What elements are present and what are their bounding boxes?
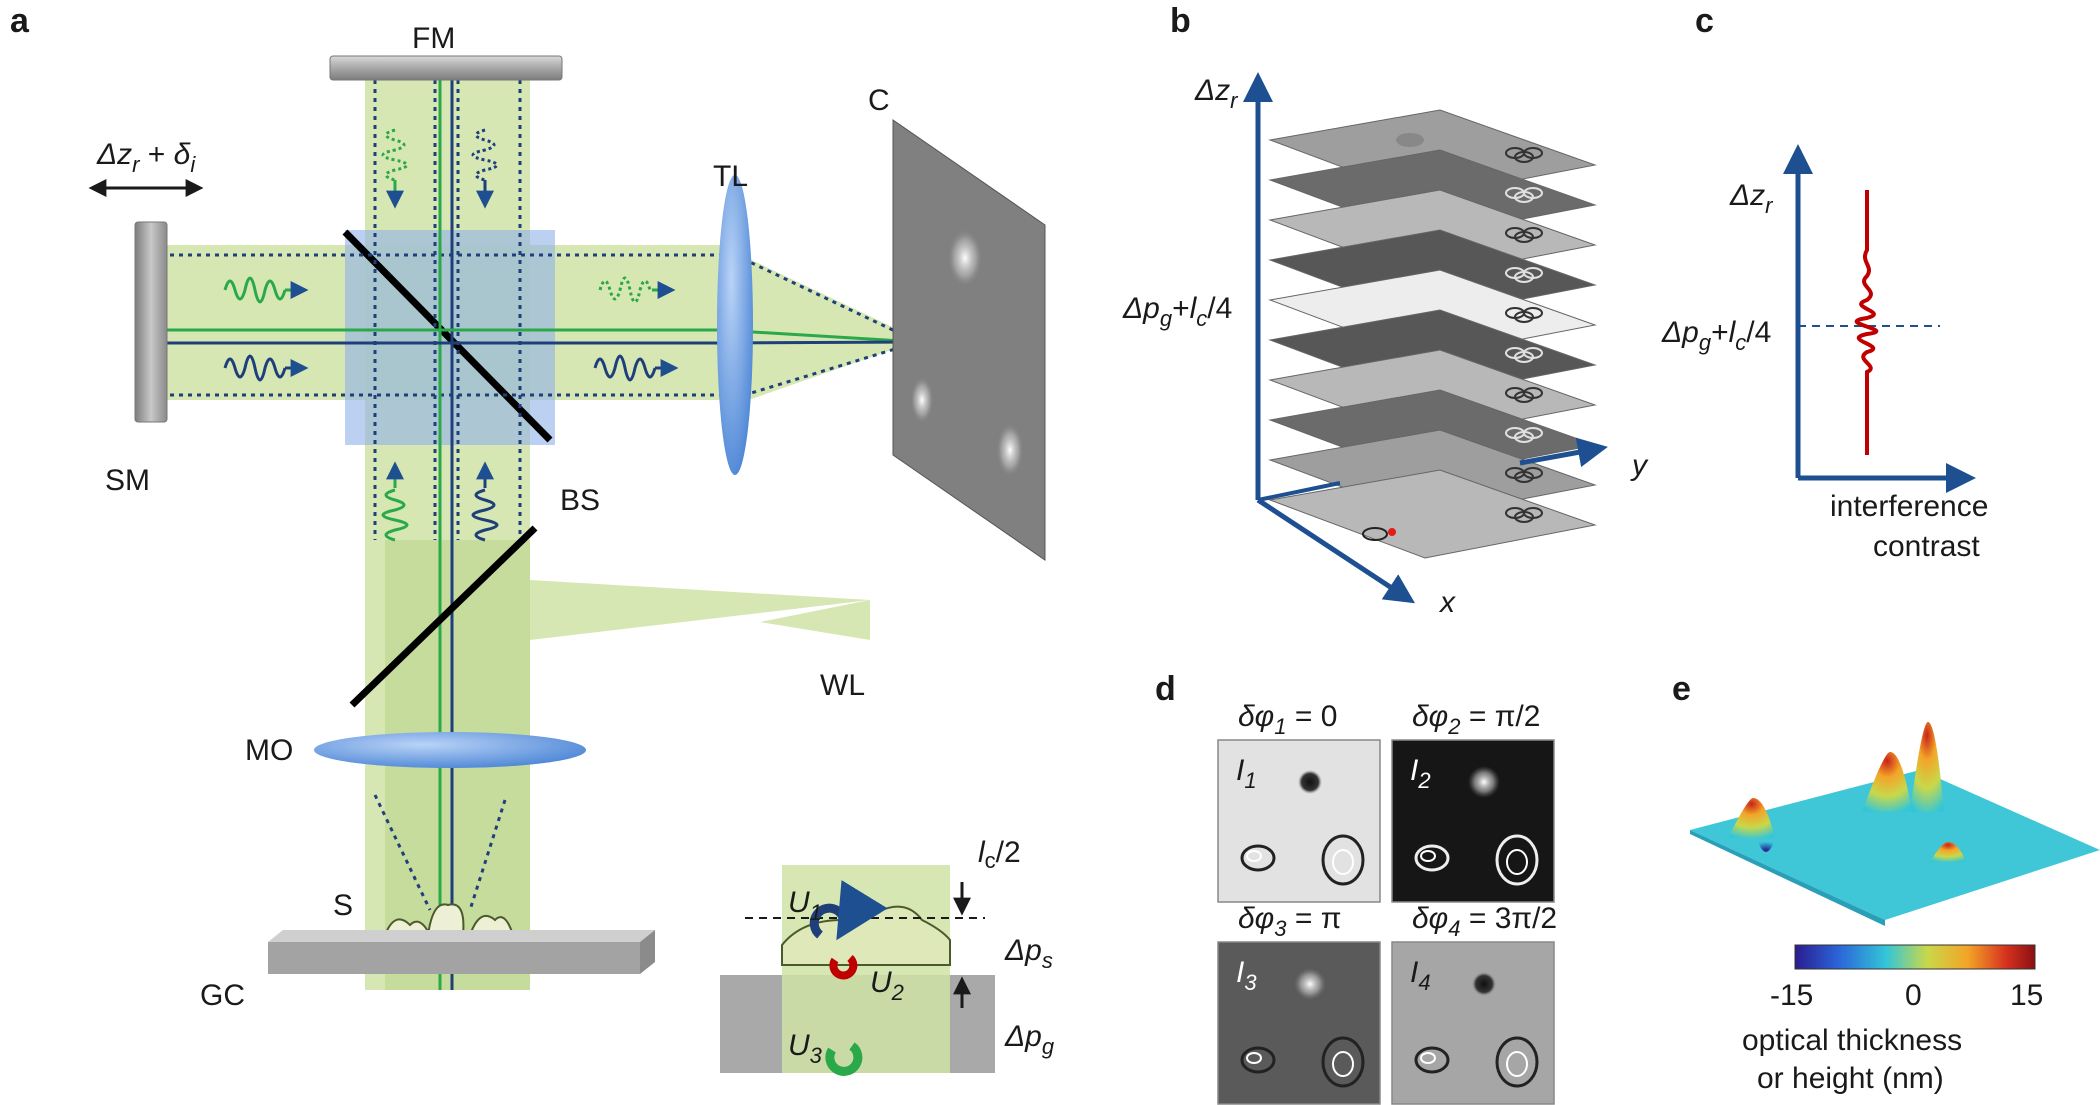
surface-peak-1 — [1728, 798, 1775, 838]
interference-trace — [1854, 190, 1879, 455]
glass-coverslip-side — [640, 930, 655, 974]
e-label-1: optical thickness — [1742, 1024, 1962, 1057]
inset-u3: U3 — [788, 1029, 823, 1068]
panel-e-letter: e — [1672, 670, 1691, 708]
label-tl: TL — [713, 160, 748, 193]
axis-x-label: x — [1438, 586, 1456, 619]
beam-white-light-2 — [760, 600, 870, 640]
panel-c: c Δzr Δpg+lc/4 interference contrast — [1661, 2, 1988, 563]
interferogram — [1391, 739, 1555, 903]
camera-spot-3 — [996, 422, 1024, 478]
phase-frame: δφ3 = π I3 — [1217, 902, 1381, 1105]
panel-c-letter: c — [1695, 2, 1714, 40]
phase-label: δφ2 = π/2 — [1412, 700, 1540, 739]
label-sm: SM — [105, 464, 150, 497]
central-rays — [160, 75, 919, 990]
beam-outlines — [170, 80, 919, 911]
colorbar — [1794, 944, 2036, 970]
axis-x — [1256, 497, 1416, 604]
beam-splitter-diagonal — [342, 229, 553, 443]
phase-frame: δφ4 = 3π/2I4 — [1391, 902, 1557, 1105]
surface-plane-shade — [1690, 830, 1885, 926]
inset-dps: Δps — [1004, 934, 1053, 973]
interferogram — [1391, 941, 1555, 1105]
wave-packets — [223, 128, 679, 542]
label-mo: MO — [245, 734, 293, 767]
inset-u2: U2 — [870, 966, 904, 1005]
z-slice — [1268, 469, 1597, 559]
phase-label: δφ3 = π — [1238, 902, 1341, 941]
tube-lens — [717, 175, 753, 475]
inset-dpg: Δpg — [1004, 1020, 1055, 1059]
c-axis-y-label: Δzr — [1729, 179, 1774, 218]
beam-white-light — [530, 580, 870, 640]
surface-dip — [1758, 842, 1774, 852]
glass-coverslip — [268, 942, 640, 974]
intensity-label: I2 — [1410, 754, 1431, 793]
inset-layers — [720, 865, 995, 1076]
interferogram — [1217, 739, 1381, 903]
axis-y-label: y — [1630, 449, 1649, 482]
panel-d: d δφ1 = 0 I1 δφ2 = π/2I2 δφ3 = π I3 δφ4 = 3π/… — [1155, 670, 1557, 1105]
panel-a-letter: a — [10, 2, 30, 40]
panel-b: b Δzr y x Δpg+lc/4 — [1122, 2, 1649, 619]
label-fm: FM — [412, 22, 455, 55]
slice-stack — [1268, 109, 1597, 559]
panel-e: e -15 0 15 optical thickness or height (… — [1672, 670, 2100, 1095]
beam-splitter-plate — [349, 525, 538, 708]
label-bs: BS — [560, 484, 600, 517]
intensity-label: I4 — [1410, 956, 1431, 995]
scanning-mirror — [134, 221, 168, 423]
axis-z-label: Δzr — [1194, 74, 1239, 113]
colorbar-mid: 0 — [1905, 979, 1922, 1012]
intensity-label: I3 — [1236, 956, 1257, 995]
label-gc: GC — [200, 979, 245, 1012]
inset-lc: lc/2 — [978, 836, 1021, 873]
e-label-2: or height (nm) — [1757, 1062, 1944, 1095]
c-mark-label: Δpg+lc/4 — [1661, 316, 1771, 355]
camera-sensor — [892, 119, 1046, 561]
surface-peak-3 — [1910, 722, 1944, 812]
panel-b-letter: b — [1170, 2, 1191, 40]
phase-frame: δφ2 = π/2I2 — [1391, 700, 1555, 903]
glass-coverslip-top — [268, 930, 655, 942]
label-c: C — [868, 84, 890, 117]
label-scan: Δzr + δi — [96, 138, 196, 177]
microscope-objective — [314, 732, 586, 768]
label-s: S — [333, 889, 353, 922]
phase-label: δφ1 = 0 — [1238, 700, 1337, 739]
camera-spot-1 — [947, 228, 983, 288]
fixed-mirror — [329, 55, 563, 81]
inset-u1: U1 — [788, 886, 822, 925]
phase-frame: δφ1 = 0 I1 — [1217, 700, 1381, 903]
label-wl: WL — [820, 669, 865, 702]
phase-label: δφ4 = 3π/2 — [1412, 902, 1557, 941]
surface-peak-4 — [1930, 842, 1966, 862]
panel-a: a — [10, 2, 1055, 1076]
camera-spot-2 — [910, 376, 934, 424]
interferogram — [1217, 941, 1381, 1105]
colorbar-max: 15 — [2010, 979, 2043, 1012]
axis-y-tail — [1519, 437, 1608, 468]
panel-d-letter: d — [1155, 670, 1176, 708]
intensity-label: I1 — [1236, 754, 1257, 793]
beam-focus-camera — [720, 245, 920, 410]
axis-z-mark: Δpg+lc/4 — [1122, 292, 1232, 331]
axis-y — [1257, 481, 1341, 502]
c-xlabel-1: interference — [1830, 490, 1988, 523]
c-xlabel-2: contrast — [1873, 530, 1980, 563]
surface-peak-2 — [1862, 752, 1912, 812]
colorbar-min: -15 — [1770, 979, 1813, 1012]
surface-plane — [1690, 770, 2100, 920]
